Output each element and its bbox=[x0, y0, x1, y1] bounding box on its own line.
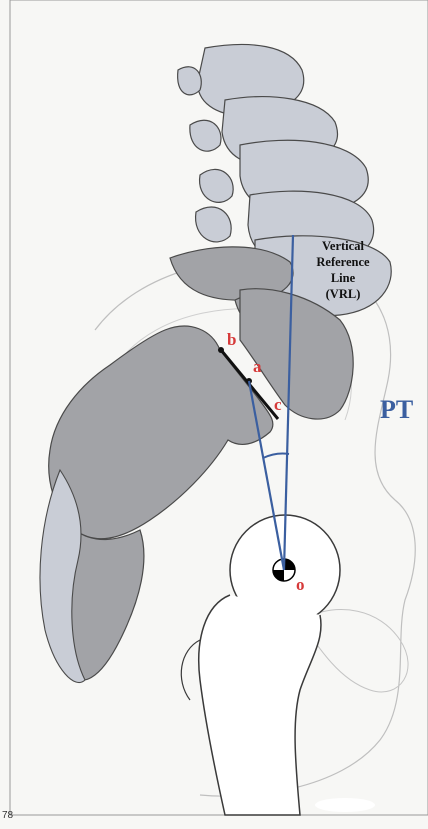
vrl-line-2: Reference bbox=[302, 254, 384, 270]
vertebra-l1-process bbox=[178, 67, 202, 95]
sacrum-body bbox=[49, 326, 273, 539]
point-b-label: b bbox=[227, 330, 236, 350]
point-a-label: a bbox=[253, 357, 262, 377]
vrl-label: Vertical Reference Line (VRL) bbox=[302, 238, 384, 302]
greater-trochanter bbox=[181, 640, 200, 700]
femoral-neck-shaft bbox=[199, 595, 321, 815]
vrl-line-4: (VRL) bbox=[302, 286, 384, 302]
vertebra-l2-process bbox=[190, 120, 221, 151]
point-c-label: c bbox=[274, 395, 282, 415]
vrl-line-3: Line bbox=[302, 270, 384, 286]
point-b-dot bbox=[218, 347, 224, 353]
point-o-label: o bbox=[296, 575, 305, 595]
redaction-blur bbox=[315, 798, 375, 812]
pt-angle-arc bbox=[263, 454, 289, 459]
page-number: 78 bbox=[2, 810, 13, 821]
femur bbox=[181, 515, 340, 815]
pt-label: PT bbox=[380, 395, 413, 425]
vrl-line-1: Vertical bbox=[302, 238, 384, 254]
vertebra-l3-process bbox=[200, 169, 234, 202]
vertebra-l4-process bbox=[196, 207, 232, 242]
